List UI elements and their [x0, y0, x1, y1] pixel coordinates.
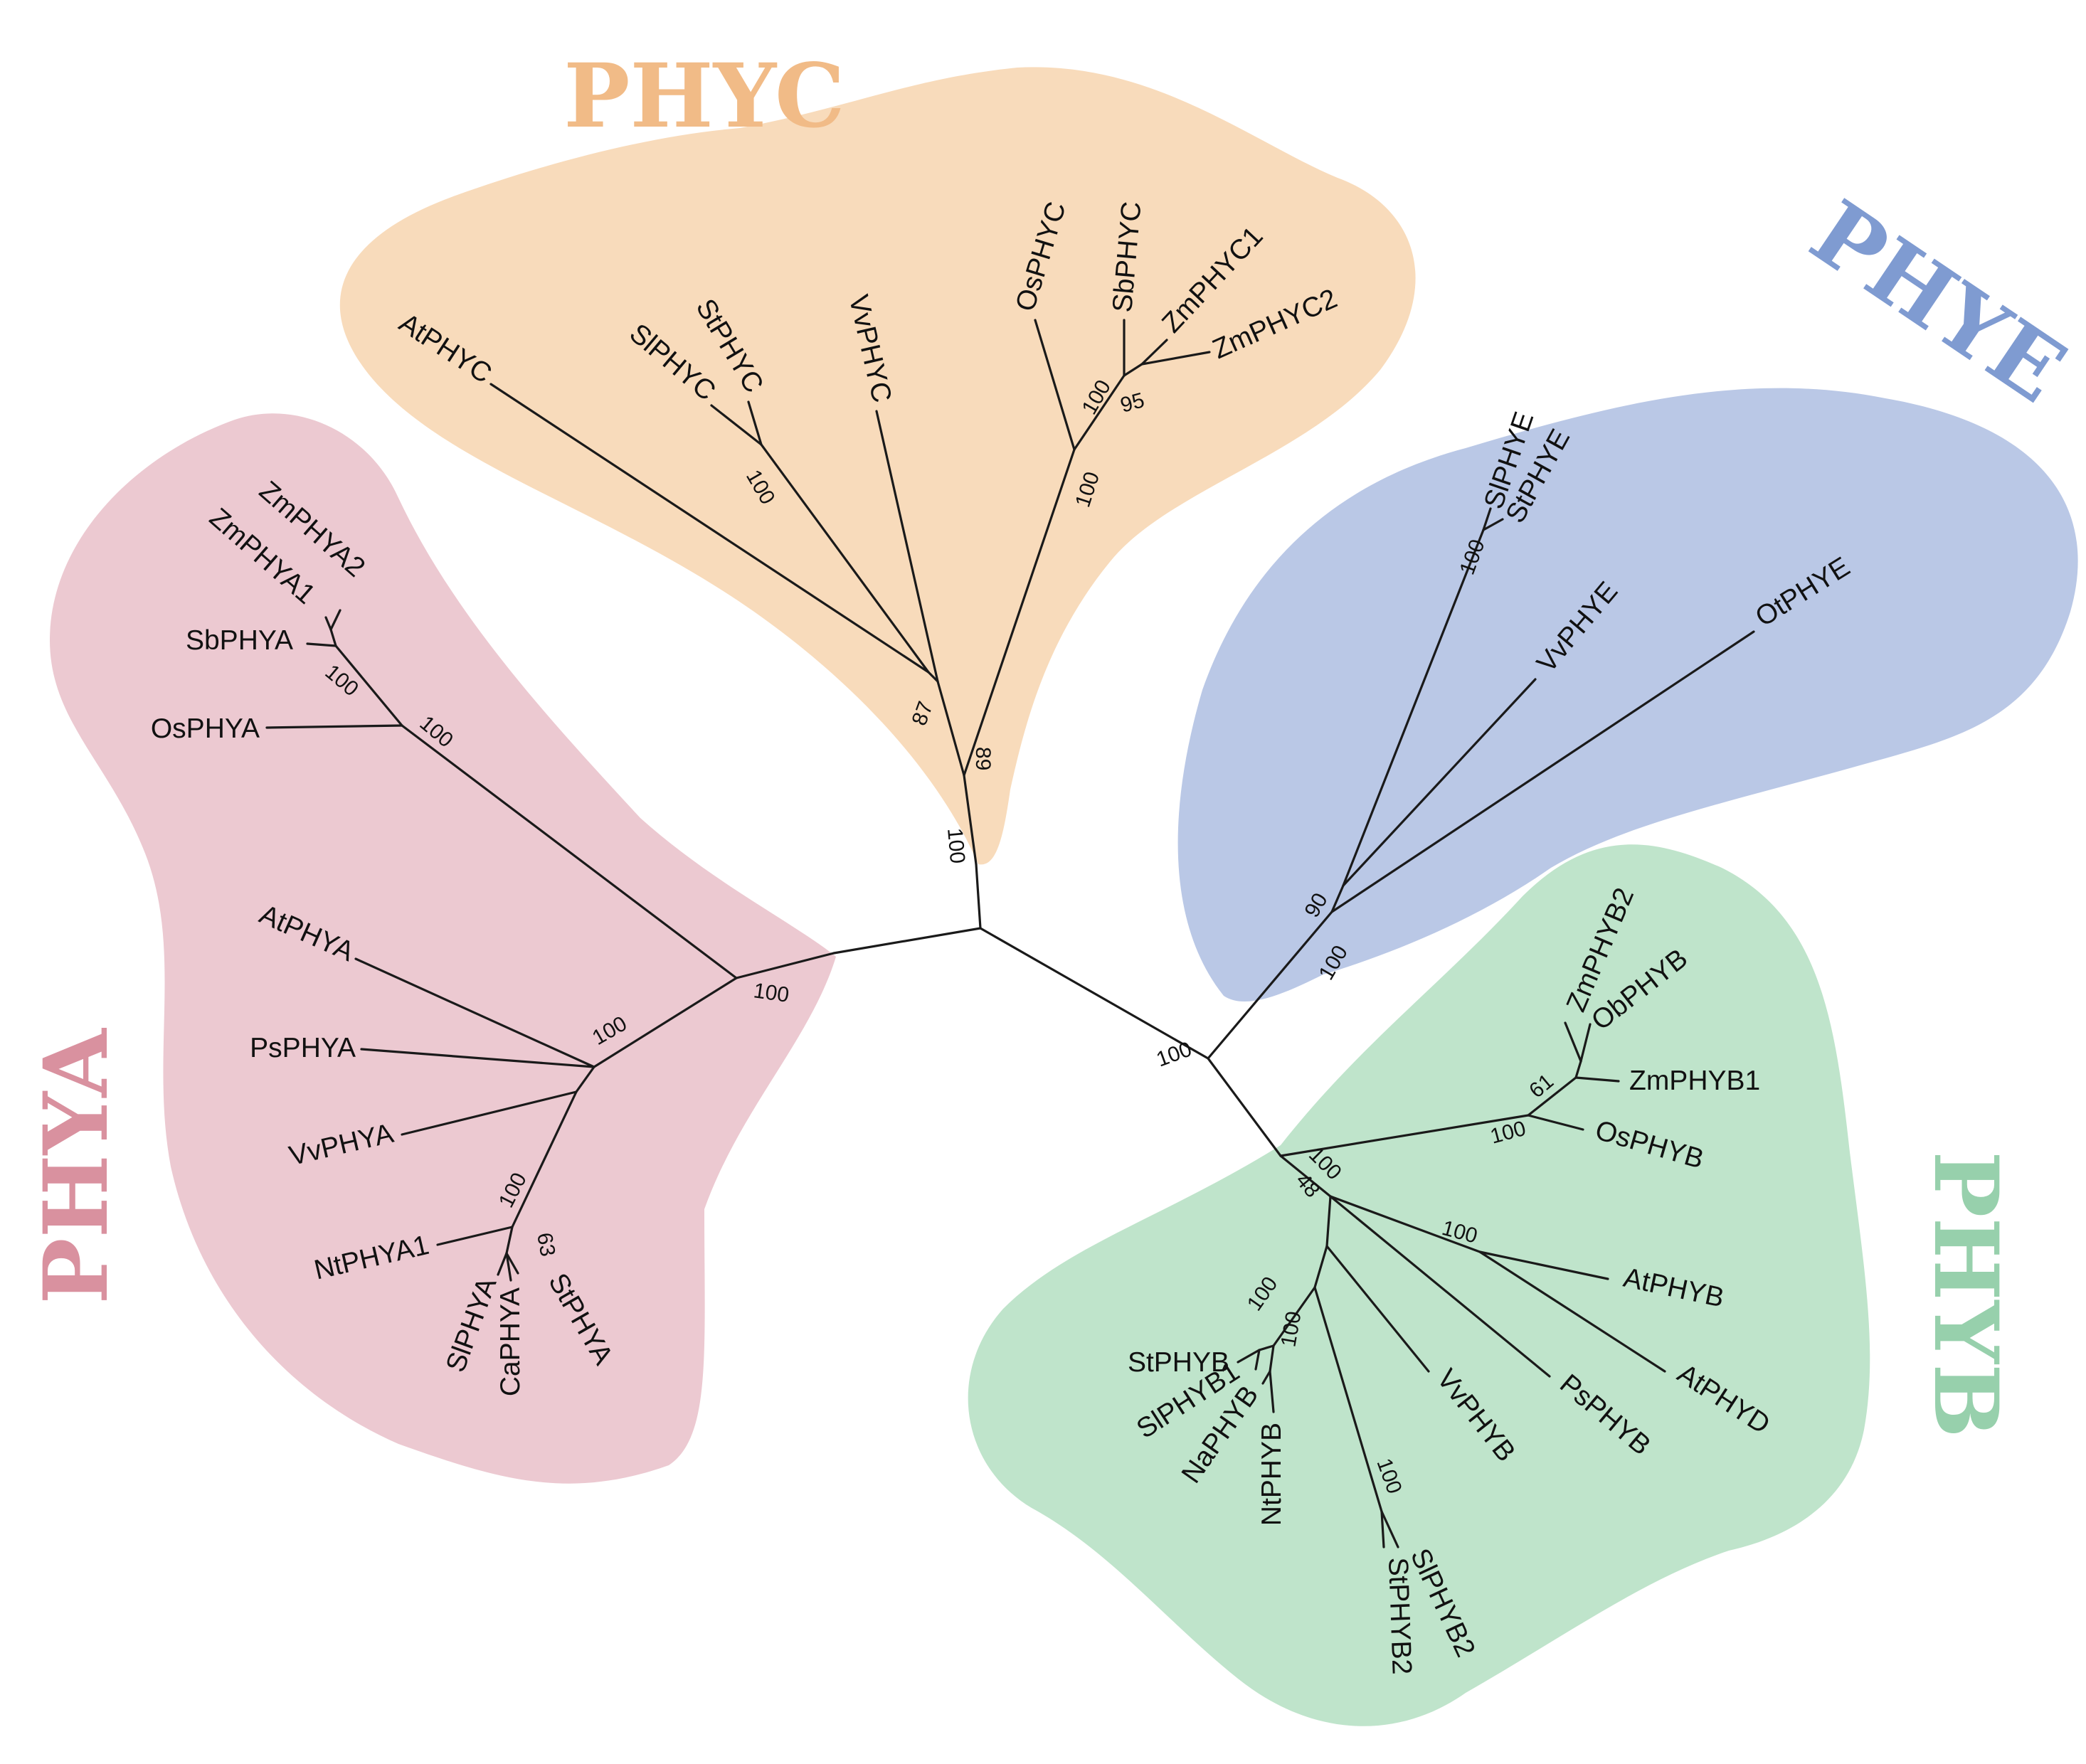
branch-phyc-sb-zm	[1073, 374, 1126, 451]
branch-phya-sl-ca-st	[505, 1226, 514, 1255]
support-phyc-inner: 89	[971, 747, 995, 770]
branch-vv-phye	[1342, 678, 1537, 887]
branch-phya-zm	[329, 628, 337, 647]
support-phya-sl-ca-st: 63	[532, 1231, 559, 1258]
branch-at-phya	[354, 957, 595, 1068]
branch-phyb-at	[1329, 1195, 1481, 1253]
leaf-ca-phya: CaPHYA	[495, 1287, 526, 1396]
branch-phye-inner	[1330, 884, 1345, 913]
branch-ps-phya	[360, 1048, 595, 1068]
branch-os-phyc	[1034, 319, 1076, 451]
branch-st-phye	[1482, 518, 1504, 531]
branch-sl-phyb1	[1254, 1349, 1261, 1371]
branch-phyc-sol	[760, 443, 930, 674]
branch-at-phyb	[1478, 1250, 1609, 1280]
branch-ot-phye	[1330, 630, 1755, 913]
branch-st-phya	[505, 1252, 519, 1275]
branch-phya-sol	[511, 1090, 578, 1228]
branch-phyb-nt-na	[1269, 1344, 1275, 1373]
branch-phyb-sol	[1325, 1195, 1332, 1248]
branch-zm-phyc1	[1140, 339, 1168, 366]
branch-phya-vv-inner	[575, 1066, 595, 1093]
branch-st-phyb	[1237, 1349, 1261, 1364]
support-phyb-e-split: 100	[1153, 1037, 1195, 1071]
leaf-os-phya: OsPHYA	[151, 713, 260, 744]
phyb-clade-region	[968, 844, 1870, 1726]
branch-phya-stem	[735, 952, 835, 979]
branch-ob-phyb	[1579, 1023, 1592, 1063]
branch-nt-phya1	[436, 1226, 514, 1246]
support-phyc-root: 100	[943, 827, 969, 865]
branch-phyb-sol-inner	[1313, 1245, 1328, 1289]
branch-phyb-phyb2	[1313, 1286, 1383, 1513]
branch-vv-phya	[401, 1090, 578, 1136]
branch-sl-phye	[1482, 507, 1492, 531]
phyc-clade-region	[339, 67, 1416, 865]
branch-root-phybe	[979, 927, 1209, 1060]
phya-clade-region	[50, 413, 836, 1484]
branch-vv-phyb	[1325, 1245, 1430, 1373]
phye-clade-region	[1177, 388, 2078, 1002]
leaf-st-phyb2: StPHYB2	[1382, 1557, 1417, 1675]
phyc-clade-title: PHYC	[563, 45, 845, 148]
branch-zm-phya2	[329, 609, 342, 631]
branch-zm-phya1	[324, 616, 332, 631]
branch-phyc-monocot	[963, 448, 1076, 777]
branch-ca-phya	[505, 1252, 512, 1282]
branch-phyc-dicot	[936, 680, 965, 777]
branch-phyc-at-split	[927, 671, 939, 683]
branch-sl-phya	[497, 1252, 508, 1276]
branch-zm-phyb1	[1574, 1076, 1620, 1083]
branch-phya-monocot	[401, 724, 738, 979]
leaf-nt-phyb: NtPHYB	[1256, 1423, 1287, 1526]
branch-phyb-monocot	[1279, 1114, 1530, 1157]
branch-nt-phyb	[1269, 1370, 1275, 1413]
branch-phyb-dicot	[1279, 1154, 1332, 1198]
branch-sl-phyb2	[1380, 1510, 1399, 1548]
branch-na-phyb	[1261, 1370, 1271, 1385]
tree-branches	[265, 319, 1755, 1548]
branch-phyb-sl-st	[1258, 1344, 1275, 1351]
branch-phyb-stem	[1207, 1057, 1282, 1157]
branch-phyb-zm-ob-inner	[1574, 1060, 1582, 1079]
leaf-zm-phyb1: ZmPHYB1	[1629, 1066, 1760, 1096]
branch-phya-sb-zm	[334, 644, 403, 727]
leaf-sb-phya: SbPHYA	[186, 625, 293, 656]
branch-phye-stem	[1207, 910, 1333, 1060]
branch-phyc-zm	[1123, 363, 1143, 377]
branch-zm-phyb2	[1564, 1021, 1582, 1063]
leaf-st-phyb: StPHYB	[1128, 1347, 1229, 1378]
branch-phyb-phyb1	[1272, 1286, 1316, 1347]
branch-phye-sol	[1342, 528, 1485, 887]
branch-vv-phyc	[875, 410, 939, 683]
branch-root-phya	[832, 927, 982, 955]
phye-clade-title: PHYE	[1793, 181, 2082, 423]
support-phya-root: 100	[752, 979, 790, 1007]
branch-st-phyb2	[1380, 1510, 1385, 1548]
branch-zm-phyc2	[1140, 351, 1211, 366]
branch-os-phya	[265, 724, 403, 729]
branch-phya-dicot	[593, 977, 738, 1068]
phyb-clade-title: PHYB	[1914, 1151, 2017, 1438]
branch-ps-phyb	[1329, 1195, 1551, 1378]
branch-st-phyc	[747, 400, 763, 446]
branch-phyc-inner	[963, 774, 978, 866]
branch-root-phyc	[975, 863, 982, 930]
branch-phyb-zm-ob	[1527, 1076, 1577, 1117]
phya-clade-title: PHYA	[25, 1028, 128, 1305]
leaf-ps-phya: PsPHYA	[250, 1033, 356, 1063]
branch-at-phyd	[1478, 1250, 1666, 1373]
branch-os-phyb	[1527, 1114, 1584, 1131]
branch-at-phyc	[489, 383, 930, 674]
branch-sl-phyc	[710, 404, 763, 446]
branch-sb-phya	[306, 642, 337, 647]
